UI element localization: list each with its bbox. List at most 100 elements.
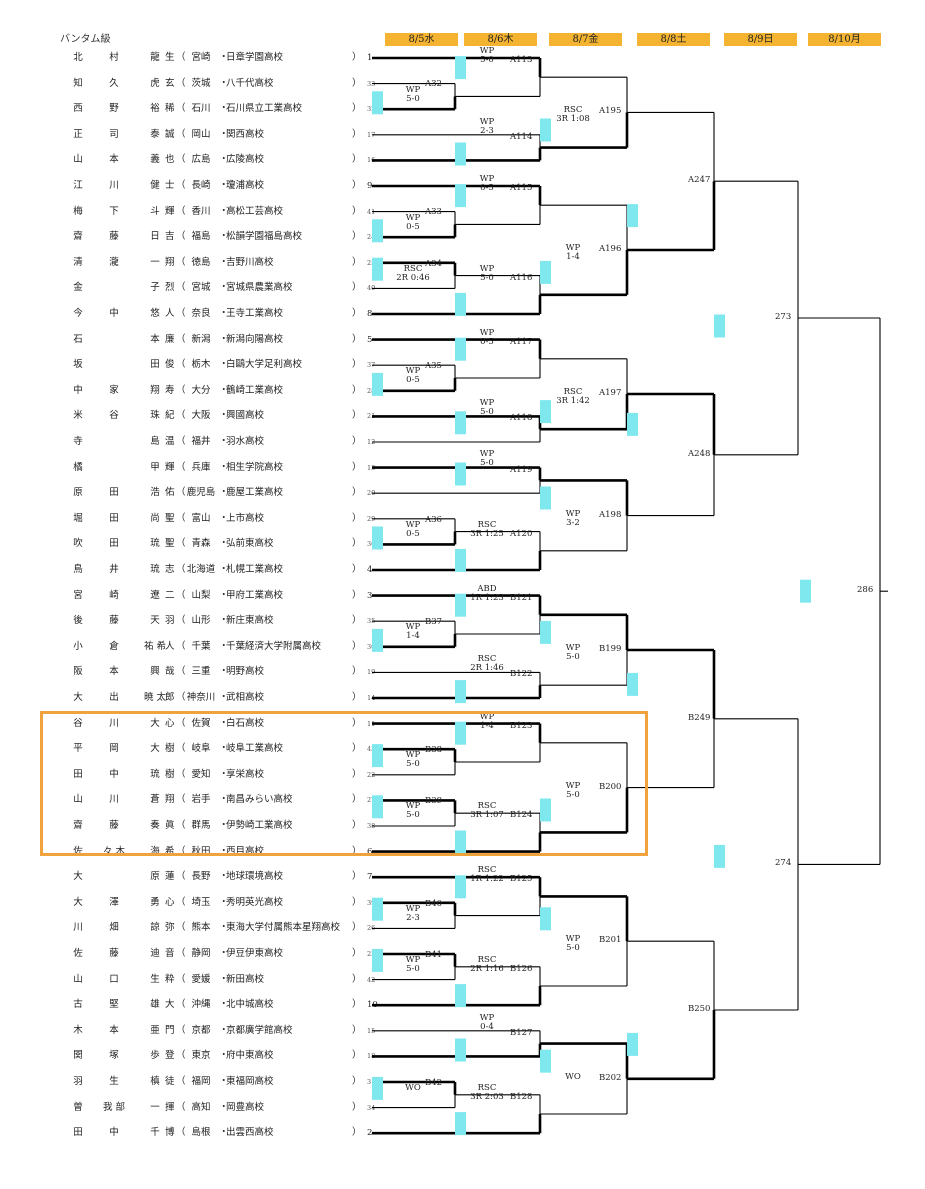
family-name-2: 川: [109, 180, 119, 191]
draw-number: 4: [367, 565, 373, 575]
winner-marker: [372, 897, 383, 921]
entrant-row: 北村龍生（宮崎・日章学園高校）1: [0, 50, 380, 66]
entrant-row: 坂田俊（栃木・白鷗大学足利高校）37: [0, 357, 380, 373]
entrant-row: 鳥井琉志（北海道・札幌工業高校）4: [0, 562, 380, 578]
bout-result-A114: WP 2-3: [479, 116, 495, 136]
entrant-row: 齋藤奏眞（群馬・伊勢崎工業高校）38: [0, 818, 380, 834]
bout-result-B39: WP 5-0: [405, 801, 421, 821]
family-name-2: 田: [109, 512, 119, 524]
family-name-1: 金: [73, 282, 83, 294]
prefecture: 福島: [191, 231, 211, 243]
family-name-1: 寺: [73, 436, 83, 447]
family-name-2: 我 部: [102, 1101, 126, 1113]
separator-dot: ・: [219, 77, 229, 89]
open-paren: （: [176, 999, 186, 1011]
separator-dot: ・: [219, 973, 229, 985]
school-name: 広陵高校: [226, 154, 265, 166]
given-name-2: 聖: [165, 538, 175, 550]
given-name-2: 郎: [165, 692, 175, 703]
separator-dot: ・: [219, 717, 229, 729]
bout-result-B42: WO: [405, 1083, 421, 1093]
draw-number: 42: [367, 975, 376, 984]
draw-number: 36: [367, 540, 376, 549]
bout-result-B202: WO: [565, 1071, 581, 1082]
prefecture: 徳島: [191, 256, 211, 268]
open-paren: （: [176, 973, 186, 985]
given-name-1: 健: [150, 180, 160, 191]
bout-result-A35: WP 0-5: [405, 366, 421, 386]
entrant-row: 吹田琉聖（青森・弘前東高校）36: [0, 536, 380, 552]
draw-number: 16: [367, 156, 376, 165]
bout-result-B199: WP 5-0: [565, 643, 581, 662]
school-name: 相生学院高校: [226, 461, 284, 473]
bout-result-B128: RSC 3R 2:03: [470, 1083, 504, 1102]
close-paren: ）: [352, 820, 362, 831]
bout-id-A195: A195: [599, 106, 622, 117]
given-name-2: 希: [165, 845, 175, 857]
family-name-1: 今: [73, 308, 83, 319]
given-name-1: 義: [150, 154, 160, 166]
family-name-1: 大: [73, 896, 83, 908]
family-name-1: 坂: [73, 359, 83, 371]
close-paren: ）: [352, 154, 362, 166]
open-paren: （: [176, 308, 186, 319]
family-name-1: 関: [73, 1050, 83, 1062]
given-name-1: 諒: [150, 922, 160, 934]
given-name-2: 温: [165, 436, 175, 447]
given-name-1: 大: [150, 717, 160, 729]
close-paren: ）: [352, 231, 362, 243]
school-name: 岐阜工業高校: [226, 743, 284, 755]
prefecture: 宮崎: [191, 52, 211, 63]
open-paren: （: [176, 231, 186, 243]
given-name-2: 音: [165, 948, 175, 959]
school-name: 王寺工業高校: [226, 308, 284, 319]
prefecture: 神奈川: [186, 692, 216, 703]
entrant-row: 羽生槙徒（福岡・東福岡高校）31: [0, 1074, 380, 1090]
given-name-1: 翔: [150, 384, 160, 396]
prefecture: 秋田: [191, 845, 211, 857]
school-name: 伊豆伊東高校: [226, 948, 284, 959]
given-name-1: 虎: [150, 77, 160, 89]
bout-id-A247: A247: [688, 175, 711, 186]
entrant-row: 知久虎玄（茨城・八千代高校）33: [0, 76, 380, 92]
family-name-2: 藤: [109, 948, 119, 959]
given-name-2: 俊: [165, 359, 175, 371]
given-name-2: 蓮: [165, 871, 175, 883]
draw-number: 11: [367, 719, 376, 728]
family-name-1: 江: [73, 180, 83, 191]
family-name-2: 本: [109, 154, 119, 166]
given-name-2: 稀: [165, 103, 175, 115]
separator-dot: ・: [219, 52, 229, 63]
family-name-1: 佐: [73, 948, 83, 959]
winner-marker: [627, 672, 638, 696]
school-name: 八千代高校: [226, 77, 274, 89]
entrant-row: 正司泰誠（岡山・関西高校）17: [0, 127, 380, 143]
given-name-1: 本: [150, 333, 160, 345]
bout-result-A33: WP 0-5: [405, 212, 421, 232]
bout-id-B39: B39: [425, 796, 443, 807]
separator-dot: ・: [219, 128, 229, 140]
separator-dot: ・: [219, 103, 229, 115]
family-name-1: 曽: [73, 1101, 83, 1113]
close-paren: ）: [352, 1076, 362, 1087]
winner-marker: [372, 372, 383, 396]
entrant-row: 川畑諒弥（熊本・東海大学付属熊本星翔高校）26: [0, 920, 380, 936]
prefecture: 奈良: [191, 308, 211, 319]
prefecture: 愛媛: [191, 973, 211, 985]
given-name-2: 弥: [165, 922, 175, 934]
family-name-2: 村: [109, 52, 119, 63]
family-name-1: 大: [73, 871, 83, 883]
winner-marker: [540, 620, 551, 644]
draw-number: 38: [367, 822, 376, 830]
entrant-row: 山口生粋（愛媛・新田高校）42: [0, 972, 380, 988]
school-name: 瓊浦高校: [226, 180, 265, 191]
winner-marker: [540, 798, 551, 822]
close-paren: ）: [352, 615, 362, 627]
family-name-1: 堀: [73, 512, 83, 524]
winner-marker: [455, 411, 466, 435]
draw-number: 14: [367, 694, 376, 702]
open-paren: （: [176, 564, 186, 575]
close-paren: ）: [352, 512, 362, 524]
school-name: 享栄高校: [226, 768, 265, 780]
winner-marker: [455, 680, 466, 704]
